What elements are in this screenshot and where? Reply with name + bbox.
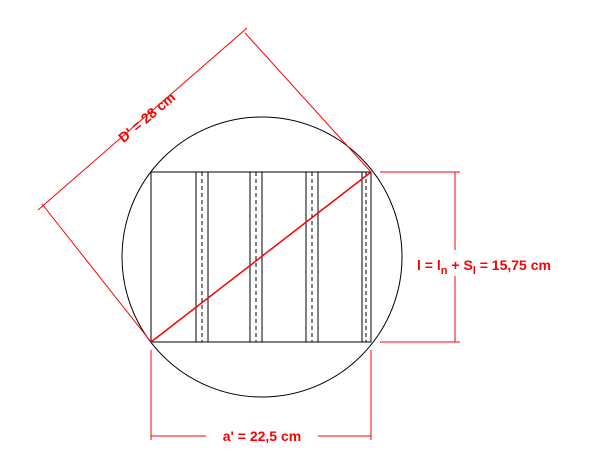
height-label-eq: = l bbox=[421, 257, 441, 273]
strip-group-4 bbox=[361, 172, 367, 342]
diagonal-dimension bbox=[37, 27, 372, 343]
inscribed-rectangle bbox=[150, 171, 372, 343]
diagonal-label: D' = 28 cm bbox=[115, 89, 178, 146]
height-label: l = ln + Sl = 15,75 cm bbox=[417, 257, 551, 277]
strip-group-1 bbox=[195, 172, 209, 342]
height-dimension bbox=[380, 171, 460, 343]
height-label-l: l bbox=[417, 257, 421, 273]
height-label-plus: + S bbox=[447, 257, 472, 273]
height-label-sub-n: n bbox=[441, 265, 448, 277]
width-label: a' = 22,5 cm bbox=[223, 428, 301, 444]
height-label-value: = 15,75 cm bbox=[476, 257, 551, 273]
strip-group-3 bbox=[305, 172, 319, 342]
width-dimension bbox=[150, 350, 372, 440]
height-label-sub-l: l bbox=[473, 265, 476, 277]
diagonal-line bbox=[150, 171, 372, 343]
circle-outline bbox=[121, 116, 403, 398]
